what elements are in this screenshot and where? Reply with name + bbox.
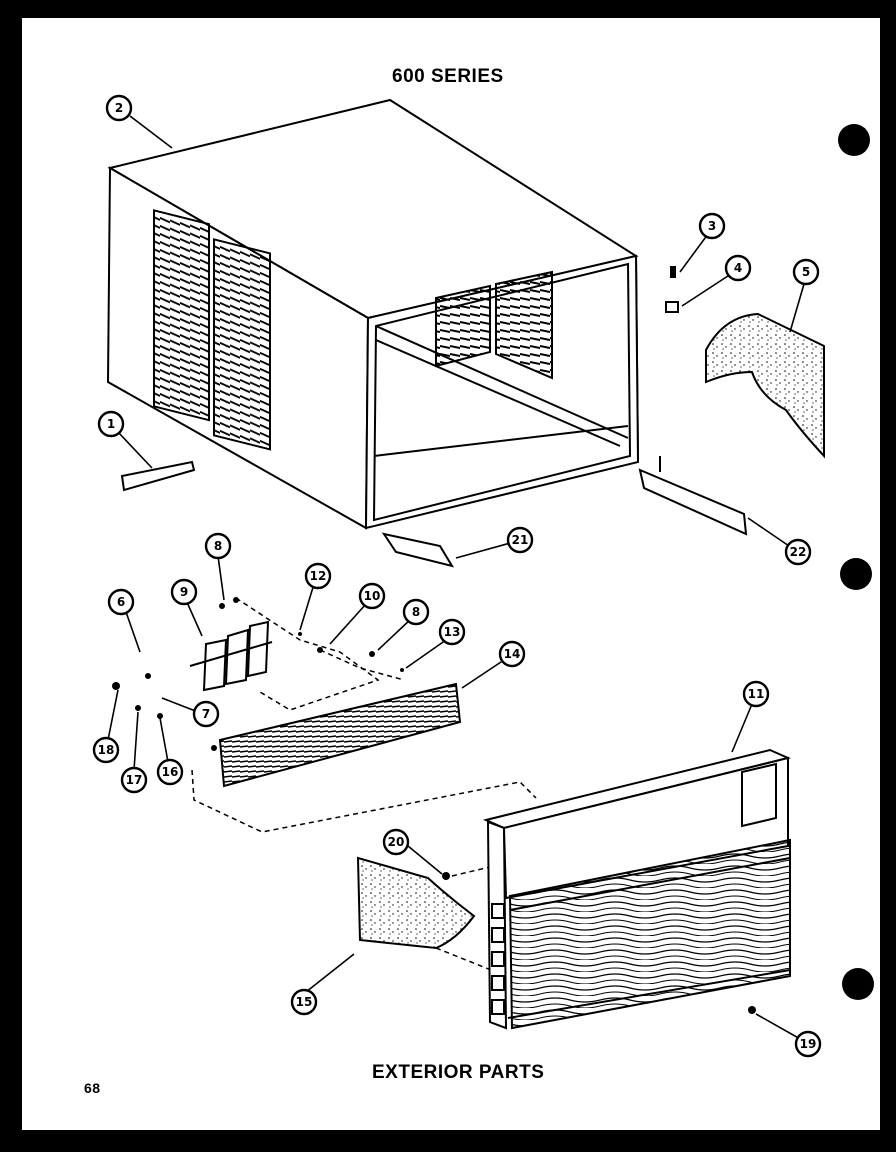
callout-19: 19 (800, 1037, 817, 1051)
callout-21: 21 (512, 533, 529, 547)
callout-2: 2 (115, 101, 123, 115)
callout-11: 11 (748, 687, 765, 701)
binder-hole-top (838, 124, 870, 156)
part-clip-3 (670, 266, 676, 278)
part-rail-21 (381, 532, 455, 568)
callout-11-circle (742, 680, 770, 708)
callout-8a: 8 (214, 539, 222, 553)
callout-17-circle (120, 766, 148, 794)
callout-13: 13 (444, 625, 461, 639)
callout-15-circle (290, 988, 318, 1016)
page-number: 68 (84, 1080, 101, 1096)
callout-3-circle (698, 212, 726, 240)
callout-18-circle (92, 736, 120, 764)
callout-10: 10 (364, 589, 381, 603)
part-filter-15 (356, 856, 476, 950)
callout-8b: 8 (412, 605, 420, 619)
louver-vanes-9 (189, 620, 273, 692)
binder-hole-middle (840, 558, 872, 590)
callout-14: 14 (504, 647, 521, 661)
part-rail-22 (638, 468, 748, 536)
part-clip-4 (665, 301, 679, 313)
callout-4-circle (724, 254, 752, 282)
callout-7: 7 (202, 707, 210, 721)
callout-13-circle (438, 618, 466, 646)
callout-16: 16 (162, 765, 179, 779)
callout-8a-circle (204, 532, 232, 560)
cabinet-wrapper (106, 98, 640, 530)
callout-6: 6 (117, 595, 125, 609)
callout-16-circle (156, 758, 184, 786)
front-panel-11 (482, 748, 792, 1030)
callout-3: 3 (708, 219, 716, 233)
callout-5-circle (792, 258, 820, 286)
callout-18: 18 (98, 743, 115, 757)
front-grille-14 (218, 682, 462, 788)
callout-20: 20 (388, 835, 405, 849)
part-bracket-1 (120, 460, 196, 492)
callout-9-circle (170, 578, 198, 606)
callout-15: 15 (296, 995, 313, 1009)
callout-9: 9 (180, 585, 188, 599)
callout-17: 17 (126, 773, 143, 787)
callout-7-circle (192, 700, 220, 728)
callout-1-circle (97, 410, 125, 438)
callout-2-circle (105, 94, 133, 122)
callout-10-circle (358, 582, 386, 610)
callout-12: 12 (310, 569, 327, 583)
series-title: 600 SERIES (392, 66, 504, 87)
callout-1: 1 (107, 417, 115, 431)
section-title: EXTERIOR PARTS (372, 1062, 545, 1083)
callout-6-circle (107, 588, 135, 616)
callout-20-circle (382, 828, 410, 856)
callout-4: 4 (734, 261, 742, 275)
callout-19-circle (794, 1030, 822, 1058)
callout-8b-circle (402, 598, 430, 626)
callout-21-circle (506, 526, 534, 554)
callout-12-circle (304, 562, 332, 590)
part-insulation-5 (705, 312, 825, 459)
callout-22: 22 (790, 545, 807, 559)
callout-5: 5 (802, 265, 810, 279)
callout-22-circle (784, 538, 812, 566)
callout-14-circle (498, 640, 526, 668)
binder-hole-bottom (842, 968, 874, 1000)
